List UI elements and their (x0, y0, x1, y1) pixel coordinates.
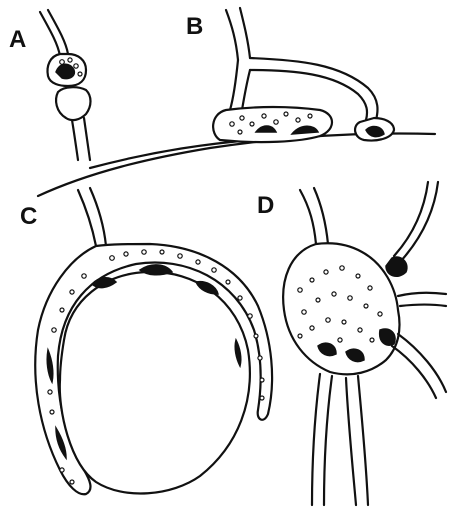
panel-c-cell-body (60, 272, 250, 494)
panel-a-spine-head (56, 87, 90, 120)
panel-label-a: A (9, 28, 26, 52)
panel-label-b: B (186, 15, 203, 39)
panel-d-cell-body (283, 243, 399, 374)
panel-c-drawing (35, 188, 272, 494)
panel-d-drawing (283, 182, 446, 505)
panel-label-c: C (20, 205, 37, 229)
panel-a-drawing (40, 10, 91, 160)
panel-b-drawing (213, 8, 394, 142)
panel-label-d: D (257, 194, 274, 218)
dendrite-shaft (38, 134, 435, 196)
